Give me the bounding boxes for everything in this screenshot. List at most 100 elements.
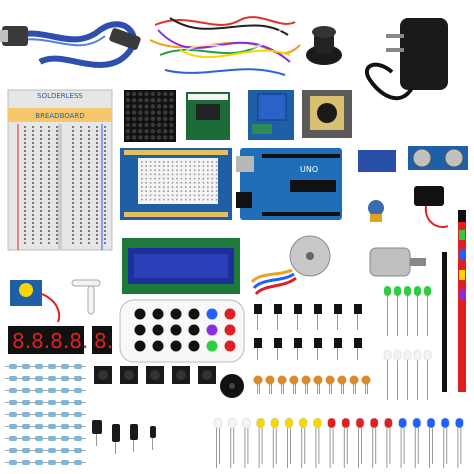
transistor [294, 304, 302, 314]
resistor [61, 448, 69, 453]
stepper-motor [250, 235, 331, 296]
remote-button [134, 324, 146, 336]
resistor [22, 364, 30, 369]
green-leds [383, 286, 432, 400]
resistor [61, 436, 69, 441]
remote-button [188, 308, 200, 320]
led [398, 417, 407, 429]
led [355, 417, 365, 429]
ceramic-capacitor [265, 375, 275, 385]
transistors [254, 304, 362, 360]
remote-button [170, 308, 182, 320]
electrolytic-capacitor [150, 426, 156, 438]
resistor [35, 436, 43, 441]
resistor [9, 424, 17, 429]
resistor [61, 460, 69, 465]
transistor [254, 304, 262, 314]
breadboard-subtitle: BREADBOARD [35, 112, 84, 120]
ceramic-capacitor [253, 375, 263, 385]
resistor [35, 376, 43, 381]
ceramic-capacitor [361, 375, 371, 385]
resistor [9, 388, 17, 393]
resistor [35, 388, 43, 393]
push-buttons [94, 366, 216, 384]
remote-button [188, 324, 200, 336]
remote-button [170, 340, 182, 352]
resistor [61, 388, 69, 393]
ceramic-capacitor [277, 375, 287, 385]
header-pins [442, 210, 466, 392]
resistor [48, 364, 56, 369]
battery-clip [414, 186, 444, 206]
remote-button [134, 340, 146, 352]
resistor [22, 460, 30, 465]
buzzer [220, 374, 244, 398]
potentiometer [368, 200, 384, 216]
ceramic-capacitor [325, 375, 335, 385]
led [242, 417, 251, 429]
joystick-module [302, 90, 352, 138]
resistor [61, 424, 69, 429]
lcd-1602 [122, 238, 240, 294]
led [369, 417, 379, 429]
resistor [74, 448, 82, 453]
usb-jack [236, 156, 254, 172]
servo-horns [71, 279, 101, 315]
breadboard-holes [24, 126, 106, 244]
dc-motor [369, 247, 426, 277]
ceramic-capacitor [349, 375, 359, 385]
ceramic-capacitor [289, 375, 299, 385]
usb-b-connector [109, 28, 141, 50]
resistor [74, 388, 82, 393]
resistor [35, 364, 43, 369]
prototype-shield [120, 148, 232, 220]
transistor [334, 338, 342, 348]
relay-module [248, 90, 294, 140]
transistor [354, 304, 362, 314]
resistor [48, 388, 56, 393]
resistor [9, 376, 17, 381]
remote-button [152, 308, 164, 320]
remote-button [206, 340, 218, 352]
leds [213, 417, 464, 468]
led [298, 417, 308, 429]
led [384, 417, 393, 429]
resistor [61, 376, 69, 381]
green-led [424, 286, 431, 296]
led-matrix-8x8 [124, 90, 176, 142]
resistor [9, 364, 17, 369]
resistor [74, 364, 82, 369]
remote-button [206, 324, 218, 336]
led [426, 417, 436, 429]
usb-a-connector [2, 26, 28, 46]
led [455, 417, 464, 429]
resistor [61, 412, 69, 417]
resistor [22, 436, 30, 441]
green-led [384, 286, 391, 296]
stepper-driver-board [186, 92, 230, 140]
transistor [314, 304, 322, 314]
ceramic-capacitor [337, 375, 347, 385]
resistor [61, 364, 69, 369]
remote-button [206, 308, 218, 320]
led [440, 417, 450, 429]
resistor [48, 424, 56, 429]
resistor [9, 400, 17, 405]
resistor [22, 388, 30, 393]
resistor [22, 424, 30, 429]
remote-button [134, 308, 146, 320]
transistor [274, 338, 282, 348]
white-led [413, 349, 422, 361]
remote-button [170, 324, 182, 336]
green-led [414, 286, 421, 296]
remote-button [152, 324, 164, 336]
servo-motor [10, 280, 61, 323]
seg4-text: 8.8.8.8. [12, 329, 88, 353]
seven-segment-4digit: 8.8.8.8. [8, 326, 88, 354]
resistor [48, 412, 56, 417]
resistor [61, 400, 69, 405]
resistor [9, 448, 17, 453]
ceramic-capacitor [313, 375, 323, 385]
uno-label: UNO [300, 165, 318, 174]
resistor [9, 436, 17, 441]
